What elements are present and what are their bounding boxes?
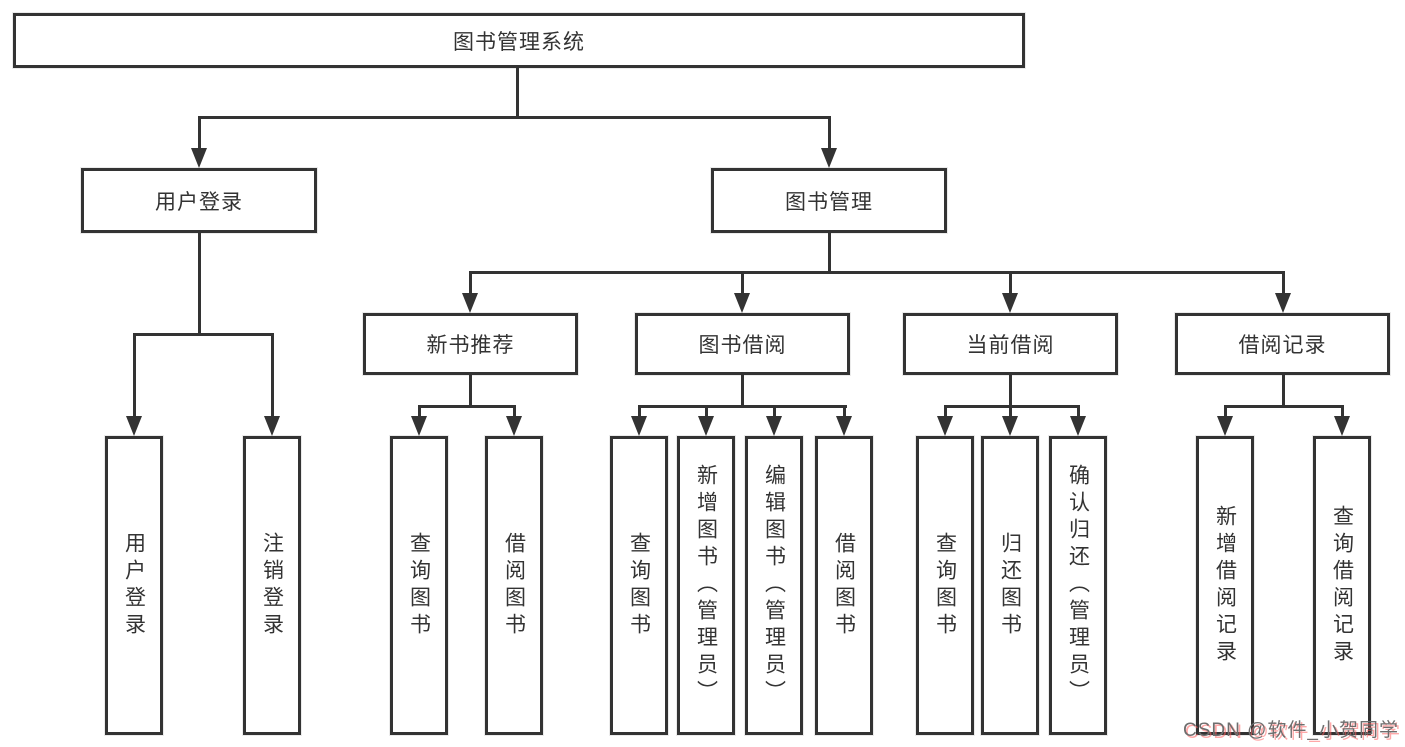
leaf-query-books-current: 查询图书 [916, 436, 974, 735]
connector-line [469, 271, 472, 295]
arrow-down-icon [821, 148, 837, 168]
leaf-query-borrow-record: 查询借阅记录 [1313, 436, 1371, 735]
arrow-down-icon [1002, 293, 1018, 313]
leaf-confirm-return-admin: 确认归还（管理员） [1049, 436, 1107, 735]
connector-line [944, 405, 947, 417]
node-label: 借阅记录 [1238, 334, 1327, 357]
node-user-login: 用户登录 [81, 168, 317, 233]
node-label: 归还图书 [998, 531, 1022, 640]
node-new-book-recommendation: 新书推荐 [363, 313, 578, 375]
arrow-down-icon [411, 416, 427, 436]
node-label: 图书借阅 [698, 334, 787, 357]
arrow-down-icon [1002, 416, 1018, 436]
arrow-down-icon [734, 293, 750, 313]
leaf-return-books: 归还图书 [981, 436, 1039, 735]
node-label: 新增借阅记录 [1213, 504, 1237, 667]
node-label: 注销登录 [260, 531, 284, 640]
connector-line [133, 333, 274, 336]
node-label: 图书管理 [785, 190, 873, 214]
connector-line [1009, 271, 1012, 295]
node-label: 查询图书 [627, 531, 651, 640]
arrow-down-icon [766, 416, 782, 436]
connector-line [638, 405, 847, 408]
arrow-down-icon [506, 416, 522, 436]
arrow-down-icon [191, 148, 207, 168]
node-label: 用户登录 [155, 190, 243, 214]
connector-line [1009, 405, 1012, 417]
connector-line [741, 375, 744, 407]
connector-line [638, 405, 641, 417]
arrow-down-icon [1334, 416, 1350, 436]
node-label: 用户登录 [122, 531, 146, 640]
connector-line [469, 271, 1285, 274]
connector-line [133, 333, 136, 417]
arrow-down-icon [264, 416, 280, 436]
arrow-down-icon [1217, 416, 1233, 436]
connector-line [705, 405, 708, 417]
node-label: 查询图书 [933, 531, 957, 640]
connector-line [418, 405, 516, 408]
leaf-logout: 注销登录 [243, 436, 301, 735]
leaf-borrow-books: 借阅图书 [815, 436, 873, 735]
connector-line [1282, 375, 1285, 407]
node-borrowing-records: 借阅记录 [1175, 313, 1390, 375]
node-label: 查询借阅记录 [1330, 504, 1354, 667]
arrow-down-icon [698, 416, 714, 436]
connector-line [773, 405, 776, 417]
node-label: 借阅图书 [502, 531, 526, 640]
connector-line [1224, 405, 1227, 417]
connector-line [828, 233, 831, 274]
node-label: 借阅图书 [832, 531, 856, 640]
csdn-watermark: CSDN @软件_小贺同学 [1183, 720, 1399, 741]
arrow-down-icon [126, 416, 142, 436]
node-root-library-system: 图书管理系统 [13, 13, 1025, 68]
node-label: 新增图书（管理员） [694, 464, 718, 707]
leaf-query-books-recommend: 查询图书 [390, 436, 448, 735]
leaf-add-borrow-record: 新增借阅记录 [1196, 436, 1254, 735]
connector-line [828, 116, 831, 150]
node-label: 图书管理系统 [453, 30, 585, 54]
node-book-borrowing: 图书借阅 [635, 313, 850, 375]
node-current-borrowing: 当前借阅 [903, 313, 1118, 375]
node-label: 查询图书 [407, 531, 431, 640]
connector-line [198, 233, 201, 336]
connector-line [1282, 271, 1285, 295]
node-label: 确认归还（管理员） [1066, 464, 1090, 707]
node-label: 新书推荐 [426, 334, 515, 357]
connector-line [469, 375, 472, 407]
arrow-down-icon [462, 293, 478, 313]
leaf-add-books-admin: 新增图书（管理员） [677, 436, 735, 735]
connector-line [1009, 375, 1012, 407]
connector-line [271, 333, 274, 417]
connector-line [198, 116, 201, 150]
arrow-down-icon [631, 416, 647, 436]
connector-line [516, 68, 519, 118]
leaf-edit-books-admin: 编辑图书（管理员） [745, 436, 803, 735]
leaf-query-books-borrowing: 查询图书 [610, 436, 668, 735]
connector-line [741, 271, 744, 295]
connector-line [418, 405, 421, 417]
leaf-borrow-books-recommend: 借阅图书 [485, 436, 543, 735]
connector-line [843, 405, 846, 417]
connector-line [1077, 405, 1080, 417]
arrow-down-icon [937, 416, 953, 436]
connector-line [513, 405, 516, 417]
arrow-down-icon [1070, 416, 1086, 436]
connector-line [198, 116, 831, 119]
arrow-down-icon [836, 416, 852, 436]
node-label: 编辑图书（管理员） [762, 464, 786, 707]
node-book-management: 图书管理 [711, 168, 947, 233]
connector-line [1224, 405, 1344, 408]
arrow-down-icon [1275, 293, 1291, 313]
node-label: 当前借阅 [966, 334, 1055, 357]
connector-line [944, 405, 1080, 408]
leaf-user-login: 用户登录 [105, 436, 163, 735]
connector-line [1341, 405, 1344, 417]
